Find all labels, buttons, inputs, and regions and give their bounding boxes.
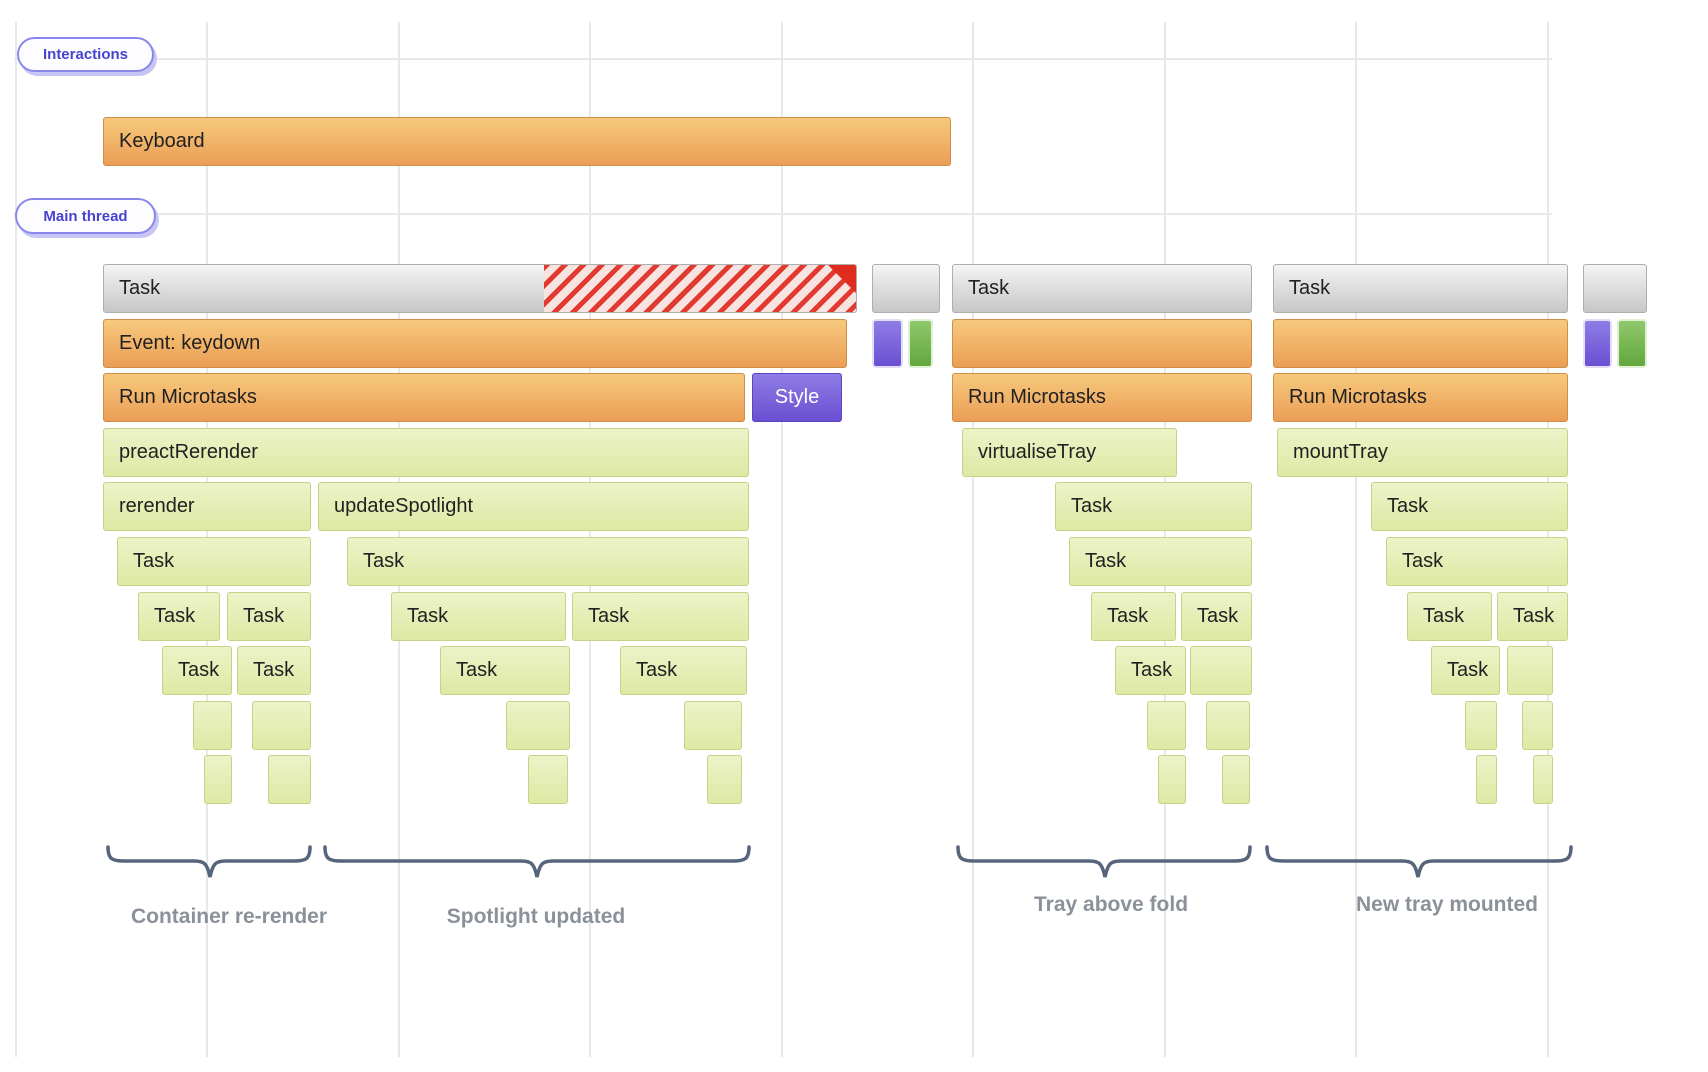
bar-unlabeled[interactable] — [872, 264, 940, 313]
bar-event-keydown[interactable]: Event: keydown — [103, 319, 847, 368]
bar-unlabeled[interactable] — [707, 755, 742, 804]
bar-task[interactable]: Task — [1407, 592, 1492, 641]
annotation-label-tray-above-fold: Tray above fold — [1033, 893, 1189, 916]
bar-task[interactable]: Task — [572, 592, 749, 641]
annotation-label-container-rerender: Container re-render — [130, 905, 328, 928]
bar-unlabeled[interactable] — [1583, 319, 1612, 368]
bar-unlabeled[interactable] — [1222, 755, 1250, 804]
annotation-label-spotlight-updated: Spotlight updated — [446, 905, 626, 928]
bar-task[interactable]: Task — [103, 264, 857, 313]
bar-task[interactable]: Task — [620, 646, 747, 695]
bar-unlabeled[interactable] — [1190, 646, 1252, 695]
bar-unlabeled[interactable] — [1507, 646, 1553, 695]
bar-run-microtasks[interactable]: Run Microtasks — [1273, 373, 1568, 422]
main-thread-track-label[interactable]: Main thread — [15, 198, 156, 234]
bar-unlabeled[interactable] — [1522, 701, 1553, 750]
bar-task[interactable]: Task — [162, 646, 232, 695]
bar-task[interactable]: Task — [1431, 646, 1500, 695]
bar-unlabeled[interactable] — [1476, 755, 1497, 804]
bar-task[interactable]: Task — [1055, 482, 1252, 531]
bar-task[interactable]: Task — [1115, 646, 1186, 695]
bar-task[interactable]: Task — [391, 592, 566, 641]
bar-task[interactable]: Task — [1371, 482, 1568, 531]
bar-unlabeled[interactable] — [952, 319, 1252, 368]
bar-unlabeled[interactable] — [268, 755, 311, 804]
bar-task[interactable]: Task — [952, 264, 1252, 313]
bar-unlabeled[interactable] — [908, 319, 933, 368]
bar-task[interactable]: Task — [347, 537, 749, 586]
bar-unlabeled[interactable] — [872, 319, 903, 368]
bar-style[interactable]: Style — [752, 373, 842, 422]
bar-updatespotlight[interactable]: updateSpotlight — [318, 482, 749, 531]
bar-unlabeled[interactable] — [1583, 264, 1647, 313]
main-thread-track-label-text: Main thread — [43, 207, 128, 225]
bar-task[interactable]: Task — [227, 592, 311, 641]
bar-task[interactable]: Task — [1069, 537, 1252, 586]
bar-preactrerender[interactable]: preactRerender — [103, 428, 749, 477]
bar-task[interactable]: Task — [1181, 592, 1252, 641]
bar-unlabeled[interactable] — [1273, 319, 1568, 368]
bar-unlabeled[interactable] — [1158, 755, 1186, 804]
bar-task[interactable]: Task — [440, 646, 570, 695]
bar-unlabeled[interactable] — [1533, 755, 1553, 804]
bar-rerender[interactable]: rerender — [103, 482, 311, 531]
bar-task[interactable]: Task — [1386, 537, 1568, 586]
bar-mounttray[interactable]: mountTray — [1277, 428, 1568, 477]
bar-unlabeled[interactable] — [1147, 701, 1186, 750]
bar-unlabeled[interactable] — [252, 701, 311, 750]
bar-task[interactable]: Task — [1273, 264, 1568, 313]
bar-unlabeled[interactable] — [193, 701, 232, 750]
bar-run-microtasks[interactable]: Run Microtasks — [952, 373, 1252, 422]
bar-task[interactable]: Task — [1091, 592, 1176, 641]
bar-run-microtasks[interactable]: Run Microtasks — [103, 373, 745, 422]
bar-unlabeled[interactable] — [684, 701, 742, 750]
bar-task[interactable]: Task — [138, 592, 220, 641]
bar-unlabeled[interactable] — [1465, 701, 1497, 750]
bar-task[interactable]: Task — [1497, 592, 1568, 641]
interactions-track-label-text: Interactions — [42, 46, 129, 63]
bar-task[interactable]: Task — [237, 646, 311, 695]
bar-unlabeled[interactable] — [1617, 319, 1647, 368]
bar-unlabeled[interactable] — [506, 701, 570, 750]
bar-unlabeled[interactable] — [1206, 701, 1250, 750]
bar-unlabeled[interactable] — [204, 755, 232, 804]
bar-unlabeled[interactable] — [528, 755, 568, 804]
interaction-keyboard-bar[interactable]: Keyboard — [103, 117, 951, 166]
long-task-hatched-region — [544, 265, 856, 312]
bar-task[interactable]: Task — [117, 537, 311, 586]
interactions-track-label[interactable]: Interactions — [17, 37, 154, 72]
bar-virtualisetray[interactable]: virtualiseTray — [962, 428, 1177, 477]
keyboard-bar-label: Keyboard — [119, 130, 205, 152]
annotation-label-new-tray-mounted: New tray mounted — [1355, 893, 1539, 916]
